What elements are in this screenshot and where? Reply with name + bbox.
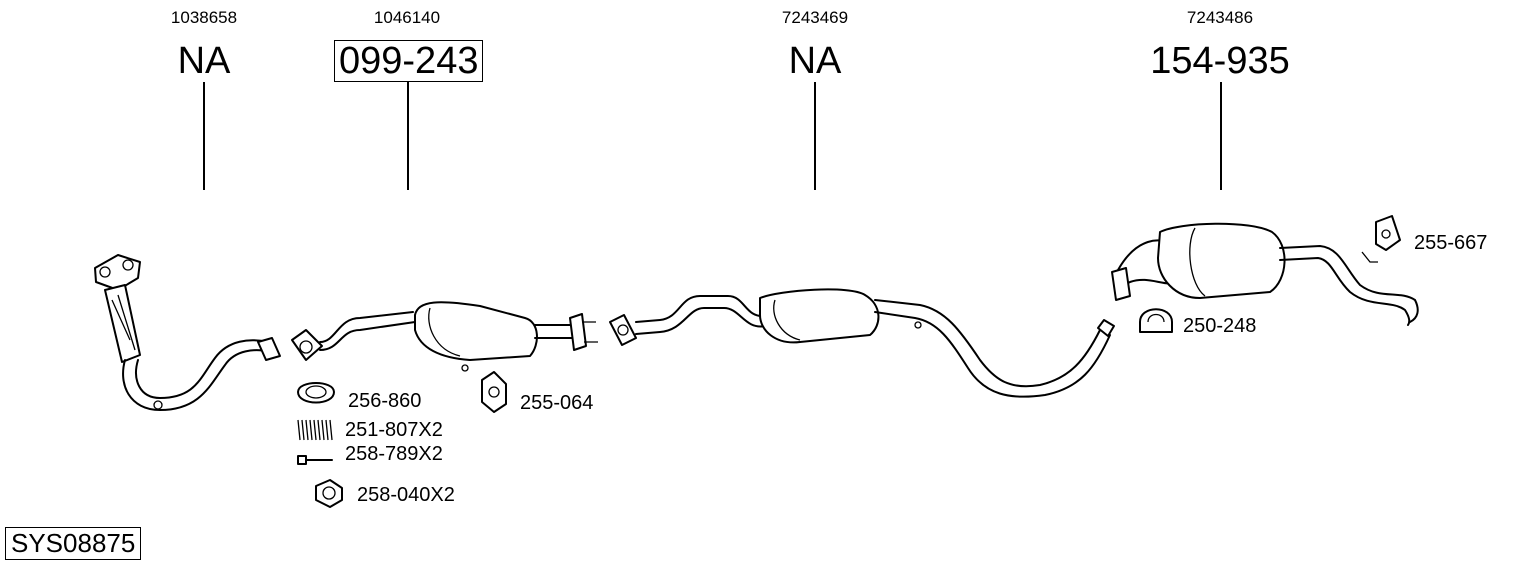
spring-drawing bbox=[297, 419, 333, 441]
leader-line-3 bbox=[814, 82, 816, 190]
catalytic-converter-drawing bbox=[291, 301, 598, 372]
part-label-rubber-mount-front: 255-064 bbox=[520, 392, 594, 414]
oe-number-3: 7243469 bbox=[781, 8, 849, 27]
front-downpipe-drawing bbox=[94, 254, 281, 411]
oe-number-1: 1038658 bbox=[170, 8, 238, 27]
clamp-drawing bbox=[1139, 308, 1173, 333]
middle-silencer-drawing bbox=[609, 288, 1115, 398]
part-label-nut: 258-040X2 bbox=[357, 484, 455, 506]
part-label-gasket: 256-860 bbox=[348, 390, 422, 412]
oe-number-2: 1046140 bbox=[373, 8, 441, 27]
bolt-drawing bbox=[297, 455, 333, 465]
rear-silencer-drawing bbox=[1111, 222, 1419, 326]
part-number-2[interactable]: 099-243 bbox=[334, 40, 484, 82]
leader-line-4 bbox=[1220, 82, 1222, 190]
part-number-4: 154-935 bbox=[1150, 40, 1290, 82]
system-code: SYS08875 bbox=[5, 527, 142, 561]
part-label-spring: 251-807X2 bbox=[345, 419, 443, 441]
rubber-mount-rear-drawing bbox=[1375, 215, 1401, 251]
leader-line-2 bbox=[407, 82, 409, 190]
rubber-mount-front-drawing bbox=[481, 371, 507, 413]
part-number-3: NA bbox=[788, 40, 842, 82]
part-label-bolt: 258-789X2 bbox=[345, 443, 443, 465]
oe-number-4: 7243486 bbox=[1186, 8, 1254, 27]
gasket-drawing bbox=[297, 382, 335, 404]
leader-line-1 bbox=[203, 82, 205, 190]
part-label-rubber-mount-rear: 255-667 bbox=[1414, 232, 1488, 254]
part-number-1: NA bbox=[177, 40, 231, 82]
nut-drawing bbox=[315, 479, 343, 508]
part-label-clamp: 250-248 bbox=[1183, 315, 1257, 337]
